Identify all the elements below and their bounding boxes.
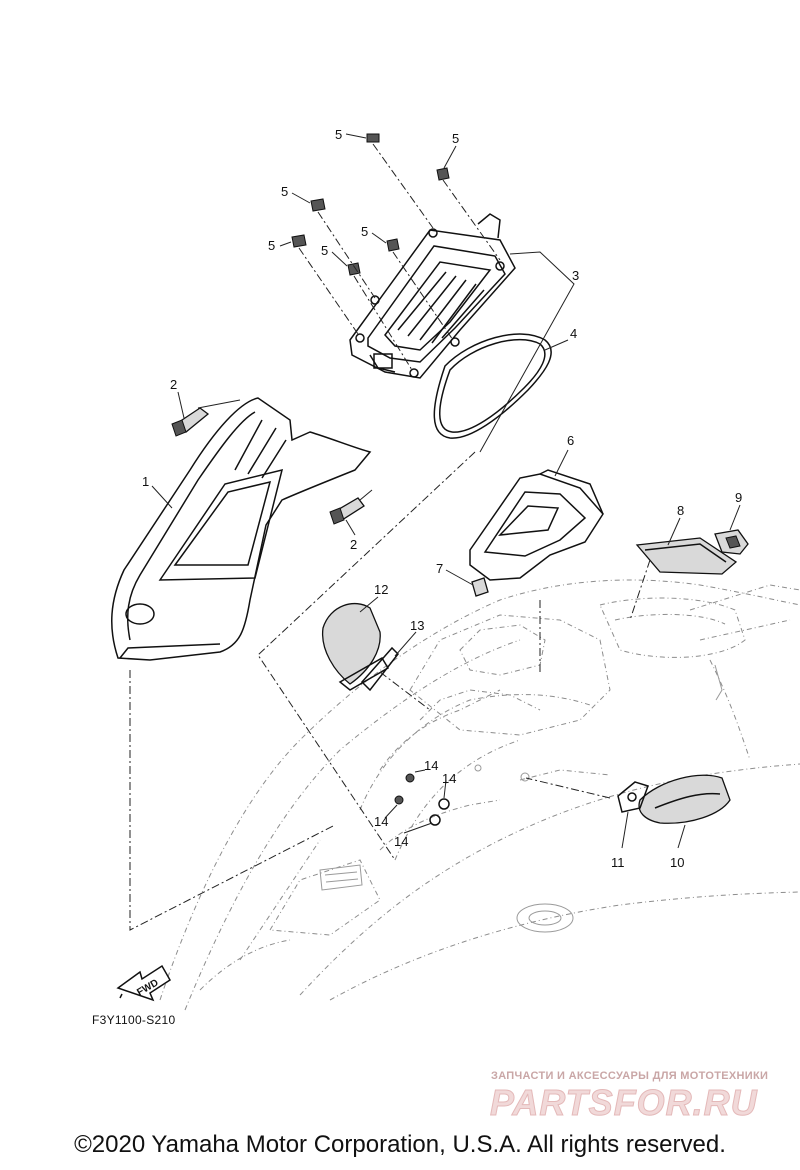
callout-13: 13: [410, 618, 424, 633]
callout-3: 3: [572, 268, 579, 283]
retainer-clip: [471, 577, 489, 597]
callout-5-e: 5: [361, 224, 368, 239]
bolt-set: [291, 133, 450, 276]
callout-5-a: 5: [335, 127, 342, 142]
lens-gasket-right: [617, 781, 649, 813]
callout-11: 11: [611, 855, 625, 870]
callout-5-c: 5: [281, 184, 288, 199]
side-lens-right: [638, 774, 731, 824]
callout-8: 8: [677, 503, 684, 518]
callout-5-f: 5: [321, 243, 328, 258]
callout-5-d: 5: [268, 238, 275, 253]
callout-14-a: 14: [424, 758, 438, 773]
callout-12: 12: [374, 582, 388, 597]
assembly-leader-lines: [129, 143, 651, 931]
latch-clip-lower: [329, 497, 365, 525]
copyright-notice: ©2020 Yamaha Motor Corporation, U.S.A. A…: [74, 1131, 726, 1158]
callout-14-c: 14: [374, 814, 388, 829]
lens-gasket-left: [360, 646, 399, 692]
watermark-tagline: ЗАПЧАСТИ И АКСЕССУАРЫ ДЛЯ МОТОТЕХНИКИ: [491, 1070, 769, 1082]
side-lens-left: [321, 602, 390, 691]
callout-4: 4: [570, 326, 577, 341]
callout-2-upper: 2: [170, 377, 177, 392]
storage-bin-housing: [349, 213, 516, 379]
latch-clip-upper: [171, 407, 210, 437]
callout-1: 1: [142, 474, 149, 489]
nut-set: [394, 773, 450, 826]
diagram-code: F3Y1100-S210: [92, 1013, 176, 1027]
callout-14-d: 14: [394, 834, 408, 849]
callout-9: 9: [735, 490, 742, 505]
callout-ticks: [151, 133, 741, 849]
mount-bracket: [714, 529, 749, 555]
watermark-logo: PARTSFOR.RU: [490, 1082, 758, 1124]
callout-14-b: 14: [442, 771, 456, 786]
hull-deck: [159, 579, 800, 1011]
callout-labels: 1 2 2 3 4 5 5 5 5 5 5 6 7 8 9 10 11 12 1…: [142, 127, 742, 870]
callout-5-b: 5: [452, 131, 459, 146]
callout-7: 7: [436, 561, 443, 576]
callout-10: 10: [670, 855, 684, 870]
front-hood-cover: [111, 397, 372, 661]
seal-gasket: [433, 333, 552, 439]
rear-console-cover: [469, 469, 604, 581]
lens-panel: [635, 537, 738, 575]
fwd-arrow: FWD: [116, 964, 172, 1002]
callout-2-lower: 2: [350, 537, 357, 552]
callout-6: 6: [567, 433, 574, 448]
